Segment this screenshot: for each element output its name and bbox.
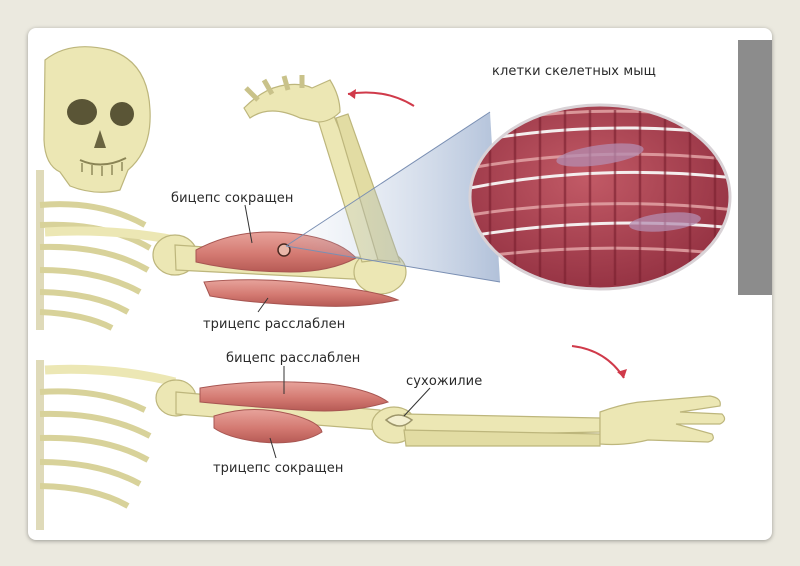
- tendon-ring: [384, 414, 414, 427]
- label-triceps-contracted: трицепс сокращен: [213, 461, 344, 476]
- label-biceps-contracted: бицепс сокращен: [171, 191, 294, 206]
- label-muscle-cells: клетки скелетных мыщ: [492, 64, 656, 79]
- muscle-cells-view: [468, 103, 732, 291]
- leader-triceps-relaxed: [257, 297, 269, 313]
- label-tendon: сухожилие: [406, 374, 483, 389]
- flex-arrow-top: [347, 91, 415, 107]
- magnify-lens: [286, 112, 500, 282]
- skeleton-bottom: [36, 360, 726, 530]
- extend-arrow-bottom: [571, 345, 625, 379]
- triceps-contracted: [213, 408, 323, 444]
- diagram-canvas: [36, 40, 772, 530]
- label-triceps-relaxed: трицепс расслаблен: [203, 317, 346, 332]
- sample-point: [277, 243, 291, 257]
- background-panel: [738, 40, 772, 295]
- biceps-relaxed: [199, 381, 390, 412]
- label-biceps-relaxed: бицепс расслаблен: [226, 351, 361, 366]
- diagram-frame: клетки скелетных мыщ бицепс сокращен три…: [28, 28, 772, 540]
- hand-bottom: [599, 395, 726, 446]
- hand-top: [243, 79, 341, 123]
- leader-biceps-contracted: [244, 204, 253, 244]
- skull-top: [43, 46, 151, 193]
- leader-tendon: [403, 387, 431, 417]
- leader-triceps-contracted: [269, 437, 277, 459]
- triceps-relaxed-top: [203, 279, 400, 307]
